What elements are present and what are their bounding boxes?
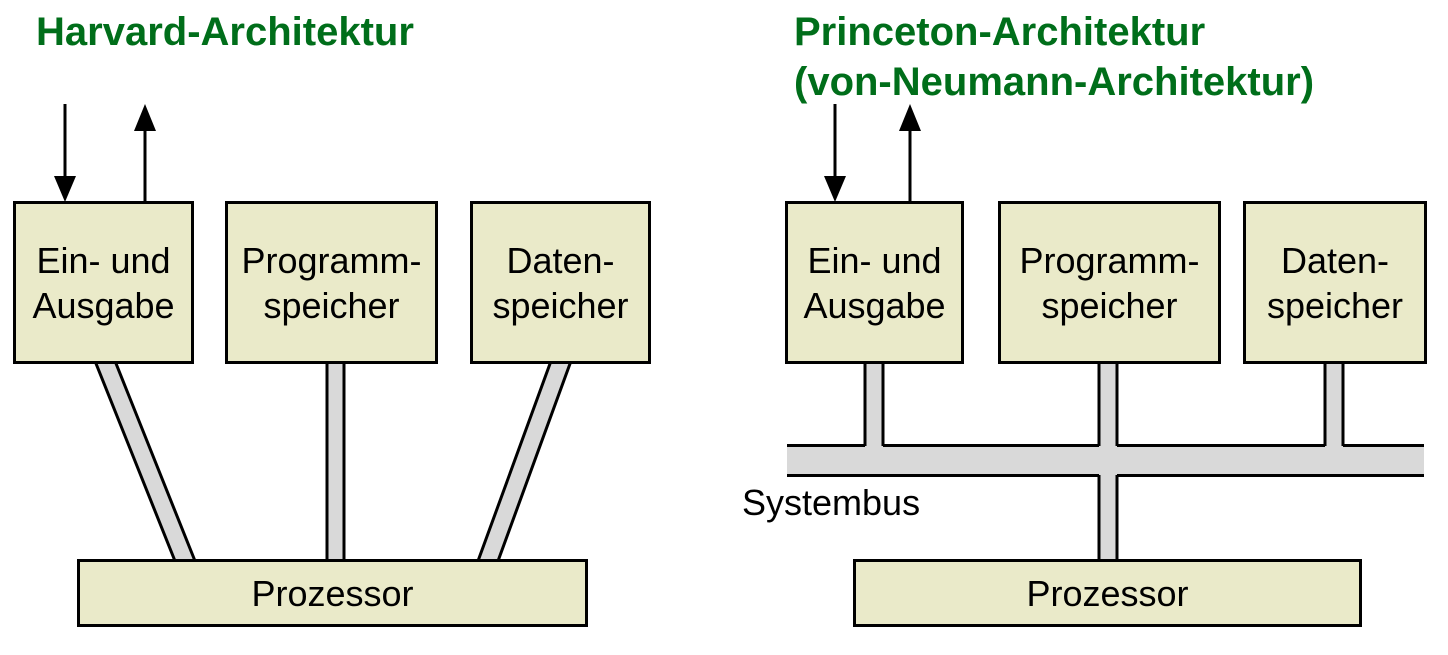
data-memory-box-right: Daten- speicher (1243, 201, 1427, 364)
processor-box-right: Prozessor (853, 559, 1362, 627)
io-box-left-line1: Ein- und (36, 239, 171, 281)
program-memory-box-left-line2: speicher (263, 284, 400, 326)
io-stub-right (863, 361, 885, 450)
harvard-buses (92, 359, 574, 563)
input-arrow-down-icon (824, 104, 846, 202)
program-memory-box-left-line1: Programm- (241, 239, 422, 281)
data-memory-box-left: Daten- speicher (470, 201, 651, 364)
io-bus-left (92, 359, 198, 563)
data-stub-right (1323, 361, 1345, 450)
program-bus-left (325, 359, 346, 563)
output-arrow-up-icon (134, 104, 156, 202)
input-arrow-down-icon (54, 104, 76, 202)
processor-box-left: Prozessor (77, 559, 588, 627)
harvard-title: Harvard-Architektur (36, 10, 414, 54)
processor-stub-right (1097, 471, 1119, 563)
program-memory-box-right-line2: speicher (1041, 284, 1178, 326)
io-box-right-line1: Ein- und (807, 239, 942, 281)
program-stub-right (1097, 361, 1119, 450)
processor-box-left-label: Prozessor (251, 572, 414, 614)
data-memory-box-right-line2: speicher (1266, 284, 1404, 326)
program-memory-box-right: Programm- speicher (998, 201, 1221, 364)
data-memory-box-right-line1: Daten- (1280, 239, 1390, 281)
harvard-io-arrows (54, 104, 156, 202)
princeton-title: Princeton-Architektur (von-Neumann-Archi… (794, 7, 1314, 107)
io-box-left-line2: Ausgabe (32, 284, 175, 326)
data-memory-box-left-line2: speicher (492, 284, 629, 326)
princeton-title-line2: (von-Neumann-Architektur) (794, 60, 1315, 104)
io-box-right: Ein- und Ausgabe (785, 201, 964, 364)
systembus-label: Systembus (742, 482, 921, 523)
processor-box-right-label: Prozessor (1026, 572, 1189, 614)
princeton-io-arrows (824, 104, 921, 202)
program-memory-box-left: Programm- speicher (225, 201, 438, 364)
io-box-right-line2: Ausgabe (803, 284, 946, 326)
princeton-systembus (787, 361, 1424, 563)
data-memory-box-left-line1: Daten- (506, 239, 615, 281)
io-box-left: Ein- und Ausgabe (13, 201, 194, 364)
output-arrow-up-icon (899, 104, 921, 202)
princeton-title-line1: Princeton-Architektur (794, 10, 1206, 54)
program-memory-box-right-line1: Programm- (1019, 239, 1200, 281)
data-bus-left (475, 359, 574, 563)
